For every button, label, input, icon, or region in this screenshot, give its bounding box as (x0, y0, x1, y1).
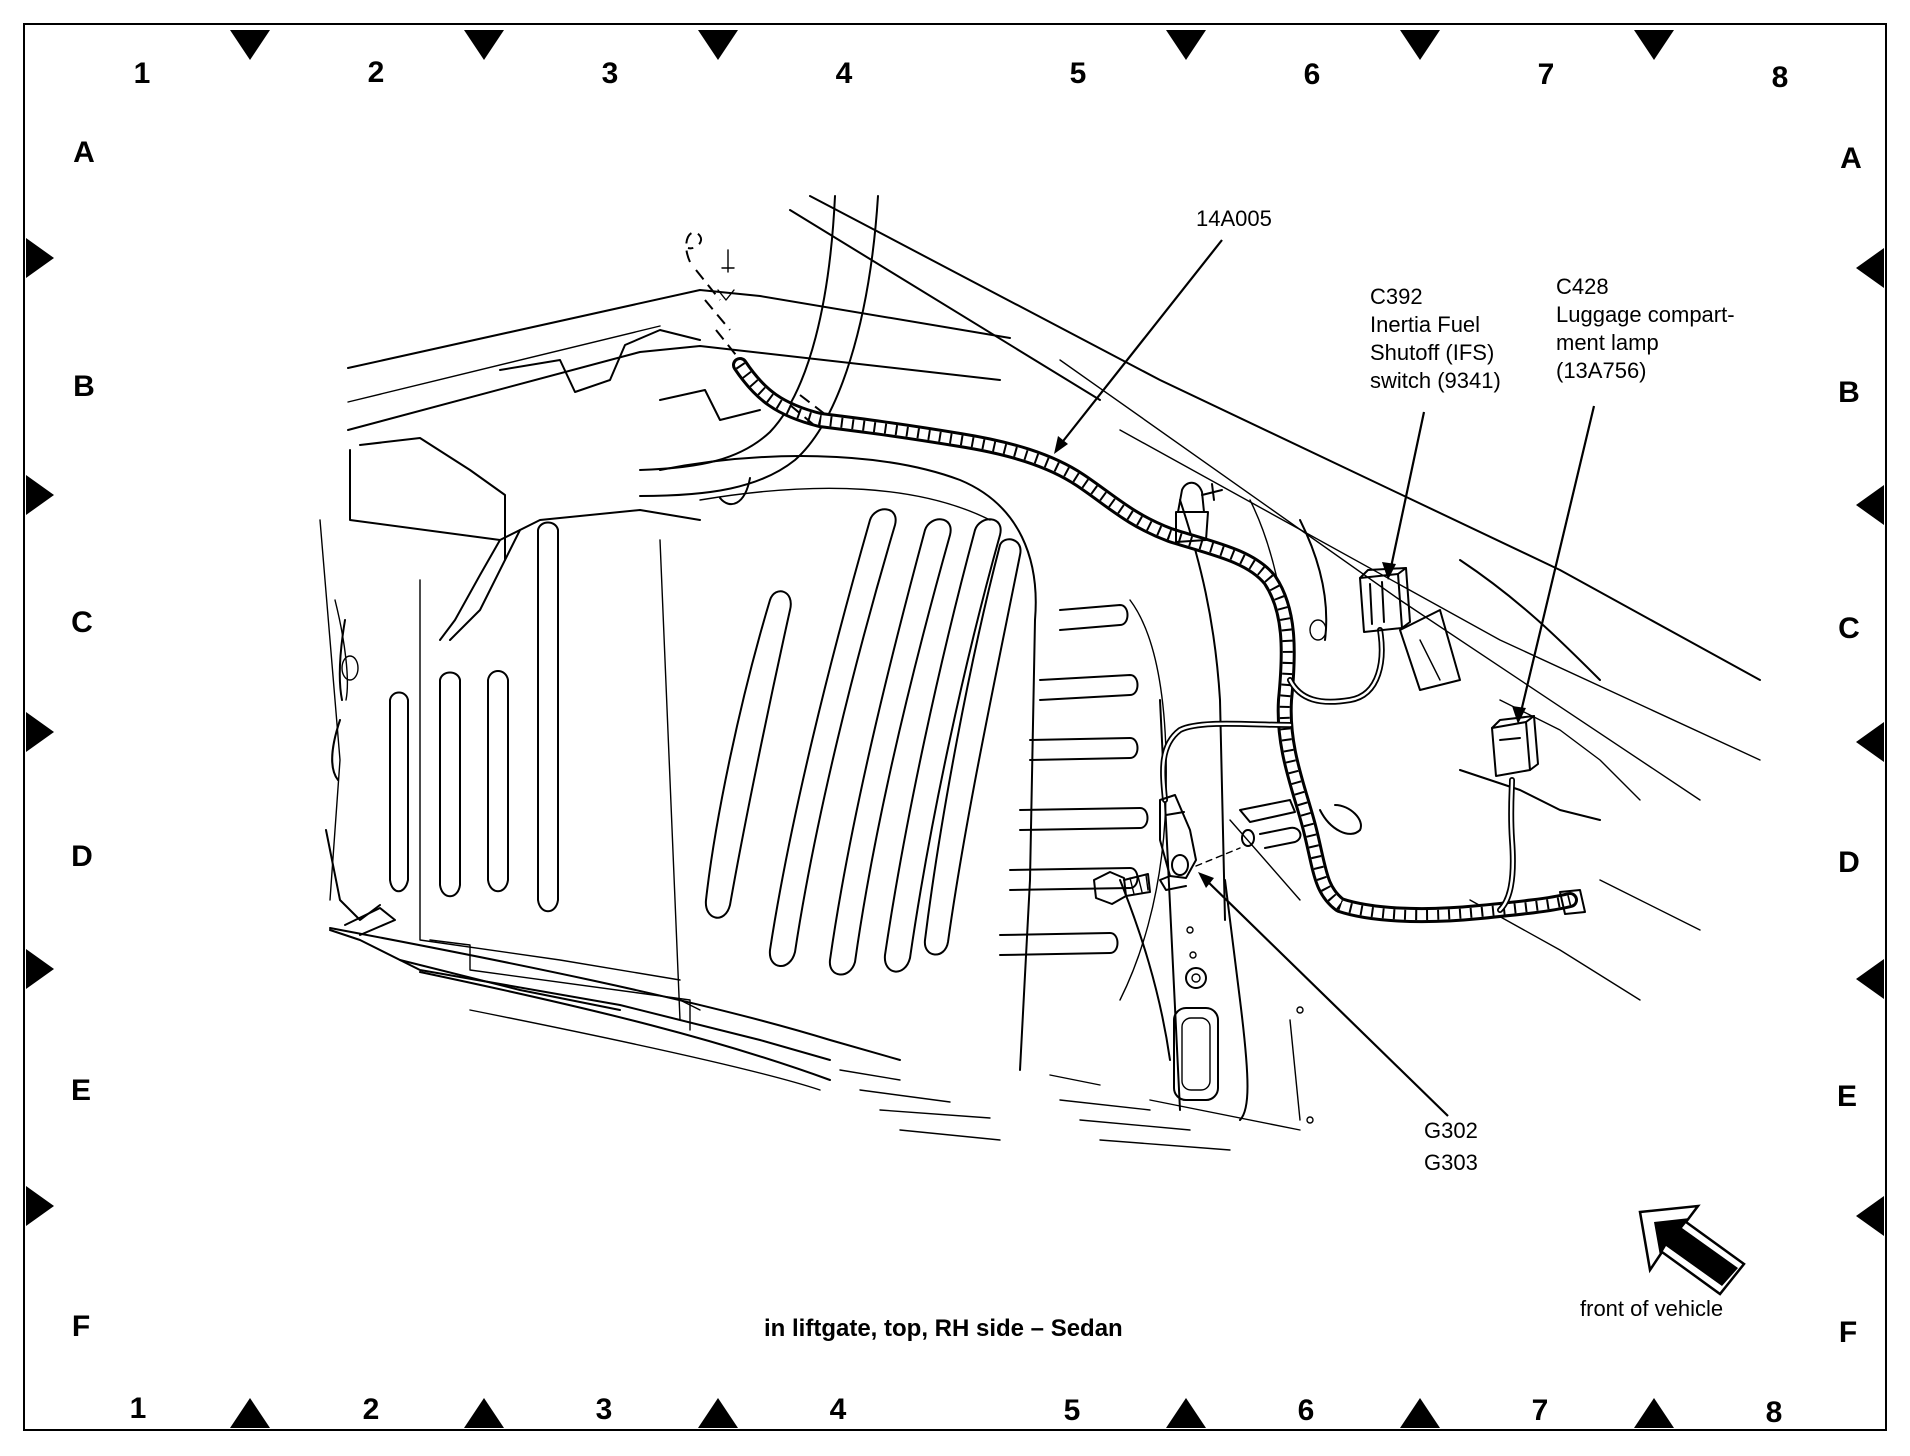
grid-col-label: 7 (1538, 58, 1555, 91)
grid-col-label: 2 (363, 1393, 380, 1426)
callout-harness: 14A005 (1196, 206, 1272, 231)
grid-col-label: 6 (1304, 58, 1321, 91)
grid-row-label: F (1839, 1316, 1857, 1349)
grid-row-label: A (1840, 142, 1862, 175)
harness-label: 14A005 (1196, 206, 1272, 231)
ifs-branch-wire (1287, 627, 1385, 705)
grid-row-label: D (1838, 846, 1860, 879)
right-zone-markers (1856, 248, 1884, 1236)
grid-row-label: C (1838, 612, 1860, 645)
sheet-border (23, 23, 1887, 1431)
left-zone-markers (26, 238, 54, 1226)
ifs-callout-line: Shutoff (IFS) (1370, 340, 1494, 365)
ground-callout-line: G303 (1424, 1150, 1478, 1175)
ground-eyelet-terminal (1159, 794, 1197, 891)
bottom-column-labels: 1 2 3 4 5 6 7 8 (130, 1392, 1783, 1429)
luggage-lamp-branch-wire (1497, 777, 1516, 913)
ground-bolt (1093, 847, 1241, 905)
grid-col-label: 1 (134, 57, 151, 90)
grid-col-label: 5 (1064, 1394, 1081, 1427)
grid-row-label: B (1838, 376, 1860, 409)
grid-row-label: E (1837, 1080, 1857, 1113)
grid-row-label: E (71, 1074, 91, 1107)
top-zone-markers (230, 30, 1674, 60)
right-row-labels: A B C D E F (1837, 142, 1862, 1349)
left-row-labels: A B C D E F (71, 136, 95, 1343)
ifs-callout-line: switch (9341) (1370, 368, 1501, 393)
grid-col-label: 6 (1298, 1394, 1315, 1427)
grid-row-label: D (71, 840, 93, 873)
ifs-callout-line: Inertia Fuel (1370, 312, 1480, 337)
grid-col-label: 7 (1532, 1394, 1549, 1427)
main-harness-14A005 (732, 357, 1586, 924)
lamp-callout-line: C428 (1556, 274, 1609, 299)
ground-callout-line: G302 (1424, 1118, 1478, 1143)
grid-col-label: 4 (836, 57, 853, 90)
bottom-zone-markers (230, 1398, 1674, 1428)
c392-connector (1359, 567, 1411, 633)
grid-row-label: F (72, 1310, 90, 1343)
callout-grounds: G302 G303 (1424, 1118, 1478, 1175)
vehicle-body-illustration (319, 195, 1761, 1151)
top-column-labels: 1 2 3 4 5 6 7 8 (134, 56, 1789, 94)
grid-row-label: B (73, 370, 95, 403)
callout-luggage-lamp: C428 Luggage compart- ment lamp (13A756) (1556, 274, 1735, 383)
ifs-callout-line: C392 (1370, 284, 1423, 309)
leader-lines (1054, 239, 1596, 1117)
grid-col-label: 8 (1772, 61, 1789, 94)
liftgate-cutaway-outline (685, 231, 741, 361)
lamp-callout-line: ment lamp (1556, 330, 1659, 355)
diagram-caption: in liftgate, top, RH side – Sedan (764, 1315, 1123, 1342)
c428-connector (1491, 715, 1539, 777)
grid-row-label: A (73, 136, 95, 169)
direction-arrow-icon (1638, 1204, 1746, 1296)
ground-branch-wire (1160, 720, 1293, 803)
callout-ifs-switch: C392 Inertia Fuel Shutoff (IFS) switch (… (1370, 284, 1501, 393)
grid-col-label: 5 (1070, 57, 1087, 90)
stud-pins (1239, 799, 1302, 849)
grid-row-label: C (71, 606, 93, 639)
grid-col-label: 3 (596, 1393, 613, 1426)
grid-col-label: 4 (830, 1393, 847, 1426)
orientation-label: front of vehicle (1580, 1296, 1723, 1321)
grid-col-label: 3 (602, 57, 619, 90)
lamp-callout-line: Luggage compart- (1556, 302, 1735, 327)
grid-col-label: 8 (1766, 1396, 1783, 1429)
grid-col-label: 1 (130, 1392, 147, 1425)
lamp-callout-line: (13A756) (1556, 358, 1647, 383)
harness-retainer-clip (1175, 481, 1223, 543)
grid-col-label: 2 (368, 56, 385, 89)
